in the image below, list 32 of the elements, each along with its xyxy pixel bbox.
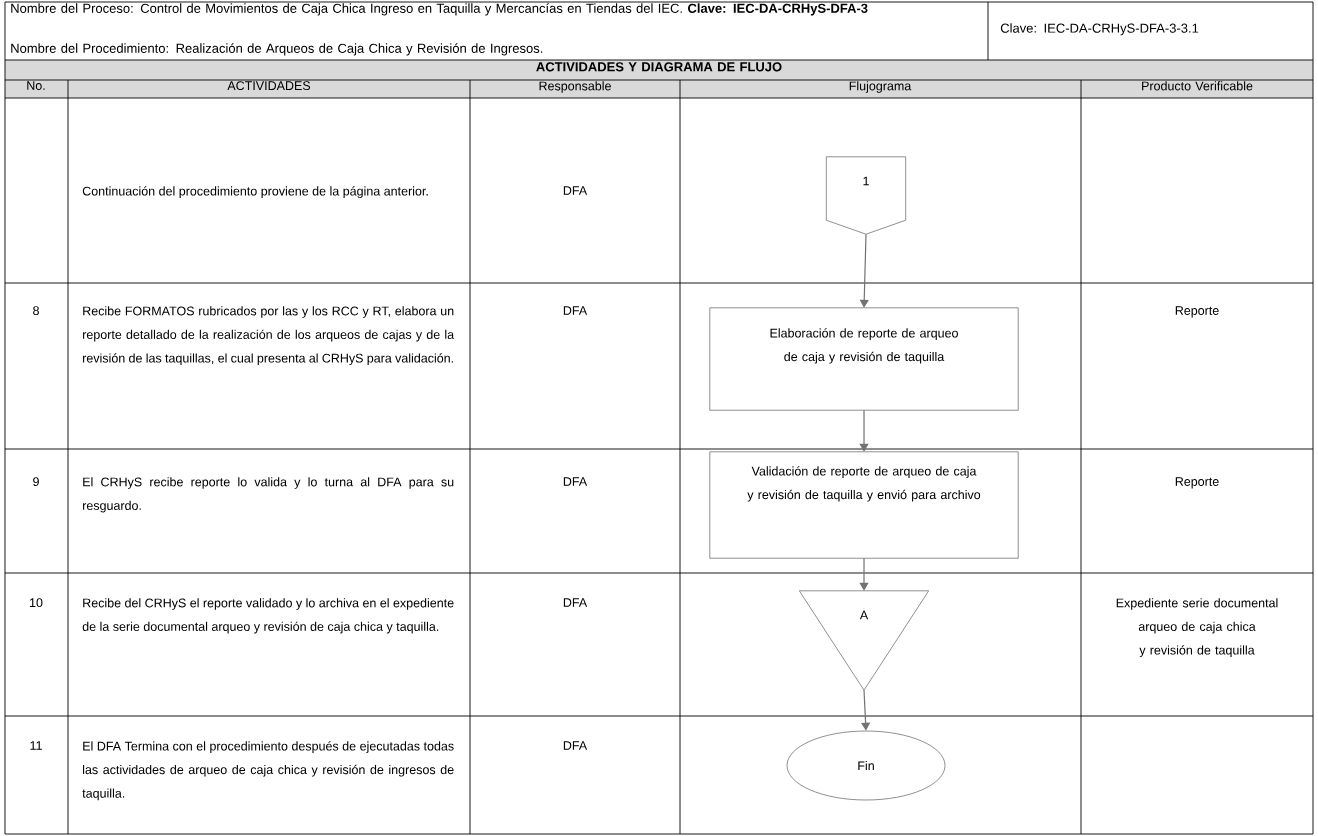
row-number: 11 (30, 741, 42, 750)
code-text: Clave: IEC-DA-CRHyS-DFA-3-3.1 (1000, 23, 1199, 36)
section-title: ACTIVIDADES Y DIAGRAMA DE FLUJO (536, 62, 782, 72)
product-text: Reporte (1175, 477, 1219, 489)
row-number: 9 (33, 477, 39, 487)
activity-text: Recibe del CRHyS el reporte validado y lo archiva en el expediente de la serie documental arqueo y revisión de caja chica y taquilla. (82, 598, 454, 634)
responsible-text: DFA (563, 306, 588, 315)
row-number: 10 (30, 598, 43, 608)
process-box: Elaboración de reporte de arqueo de caja y revisión de taquilla (709, 307, 1019, 411)
process-box: Validación de reporte de arqueo de caja y revisión de taquilla y envió para archivo (709, 451, 1019, 559)
merge-triangle: A (798, 590, 930, 691)
arrow (859, 409, 869, 452)
column-header: Producto Verificable (1142, 81, 1253, 91)
activity-text: Continuación del procedimiento proviene de la página anterior. (82, 186, 428, 198)
responsible-text: DFA (563, 477, 588, 486)
column-header: No. (27, 81, 45, 90)
arrow (859, 557, 869, 591)
responsible-text: DFA (563, 598, 588, 607)
product-text: Expediente serie documental arqueo de caja chica y revisión de taquilla (1116, 598, 1278, 658)
column-header: Flujograma (849, 81, 912, 93)
column-header: Responsable (539, 81, 611, 93)
procedure-name-text: Nombre del Procedimiento: Realización de Arqueos de Caja Chica y Revisión de Ingresos. (11, 43, 543, 56)
row-number: 8 (33, 306, 39, 316)
off-page-connector: 1 (825, 156, 907, 235)
process-name-text: Nombre del Proceso: Control de Movimientos de Caja Chica Ingreso en Taquilla y Mercancías en Tiendas del IEC. Clave: IEC-DA-CRHyS-DFA-3 (11, 3, 868, 16)
column-header: ACTIVIDADES (227, 81, 311, 91)
activity-text: Recibe FORMATOS rubricados por las y los RCC y RT, elabora un reporte detallado de la realización de los arqueos de cajas y de la revisión de las taquillas, el cual presenta al CRHyS para validación. (83, 306, 455, 366)
responsible-text: DFA (563, 186, 588, 195)
activity-text: El DFA Termina con el procedimiento después de ejecutadas todas las actividades de arqueo de caja chica y revisión de ingresos de taquilla. (82, 741, 454, 801)
product-text: Reporte (1175, 306, 1219, 318)
responsible-text: DFA (563, 741, 588, 750)
activity-text: El CRHyS recibe reporte lo valida y lo turna al DFA para su resguardo. (83, 477, 454, 513)
